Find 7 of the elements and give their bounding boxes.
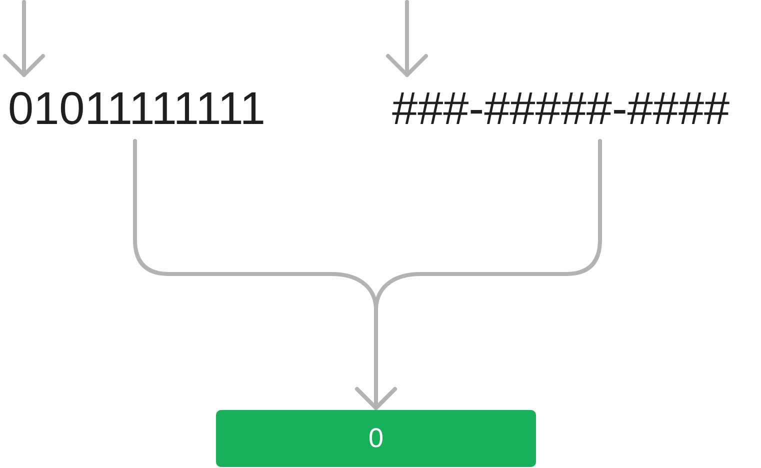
hash-pattern: ###-#####-####	[392, 75, 730, 141]
arrow	[3, 0, 45, 77]
result-value: 0	[368, 423, 384, 454]
digit-string: 01011111111	[8, 75, 266, 141]
arrow	[386, 0, 428, 77]
arrow	[355, 139, 602, 410]
result-box	[216, 410, 536, 467]
